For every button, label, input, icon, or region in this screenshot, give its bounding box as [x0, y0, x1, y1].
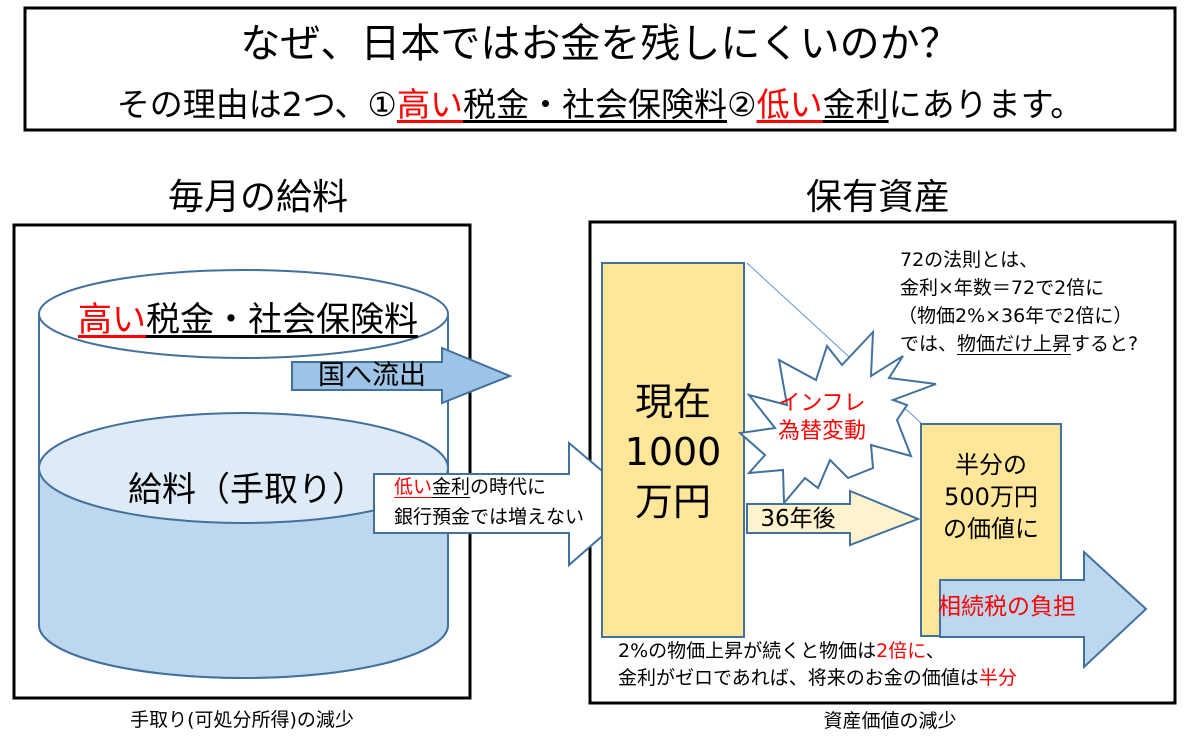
title-line1: なぜ、日本ではお金を残しにくいのか？ — [240, 21, 960, 67]
note-l1b: 2倍に — [876, 640, 926, 662]
bank-line2: 銀行預金では増えない — [394, 506, 585, 528]
title-box — [23, 6, 1177, 132]
salary-label: 給料（手取り） — [128, 470, 366, 510]
half-l3: の価値に — [943, 515, 1039, 543]
bank-rate: 金利 — [432, 476, 471, 498]
inheritance-arrow — [939, 549, 1148, 670]
t2c: ② — [726, 85, 757, 124]
note-l1c: 、 — [925, 640, 945, 662]
note-l2a: 金利がゼロであれば、将来のお金の価値は — [618, 667, 979, 689]
rule-l4: では、物価だけ上昇すると? — [900, 335, 1138, 354]
t2-low: 低い — [756, 85, 823, 124]
t2e: にあります。 — [888, 85, 1084, 124]
outflow-arrow — [291, 346, 513, 405]
half-l2: 500万円 — [944, 483, 1038, 511]
rule-l2: 金利×年数＝72で2倍に — [900, 277, 1105, 299]
note-l1: 2%の物価上昇が続くと物価は2倍に、 — [618, 642, 945, 661]
note-l2b: 半分 — [978, 667, 1017, 689]
note-l1a: 2%の物価上昇が続くと物価は — [618, 640, 877, 662]
years-arrow — [746, 489, 921, 547]
years-label: 36年後 — [760, 506, 836, 532]
outflow-label: 国へ流出 — [318, 360, 426, 391]
rule-l4c: すると? — [1071, 333, 1139, 355]
t2d: 金利 — [822, 85, 889, 124]
rule-l4b: 物価だけ上昇 — [957, 333, 1072, 355]
rule-l3: （物価2%×36年で2倍に） — [898, 305, 1133, 327]
cylinder — [38, 269, 449, 679]
now-label: 現在 — [634, 380, 712, 424]
assets-caption: 資産価値の減少 — [823, 710, 957, 732]
bank-line1: 低い金利の時代に — [394, 478, 546, 497]
tax-label: 高い税金・社会保険料 — [78, 303, 418, 337]
now-amount: 1000 — [624, 430, 722, 474]
burst-inflation: インフレ — [778, 391, 866, 416]
bank-rest: の時代に — [470, 476, 547, 498]
note-l2: 金利がゼロであれば、将来のお金の価値は半分 — [618, 669, 1017, 688]
bank-low: 低い — [394, 476, 433, 498]
rule-l1: 72の法則とは、 — [900, 249, 1039, 271]
t2-high: 高い — [396, 85, 463, 124]
t2b: 税金・社会保険料 — [462, 85, 727, 124]
t2a: その理由は2つ、① — [116, 85, 397, 124]
assets-heading: 保有資産 — [805, 177, 951, 218]
title-line2: その理由は2つ、①高い税金・社会保険料②低い金利にあります。 — [117, 88, 1084, 121]
tax-high: 高い — [78, 300, 146, 340]
salary-caption: 手取り(可処分所得)の減少 — [130, 709, 354, 731]
salary-heading: 毎月の給料 — [167, 177, 349, 218]
burst-shape — [737, 329, 937, 506]
rule-l4a: では、 — [900, 333, 958, 355]
current-asset-bar — [601, 262, 745, 638]
now-unit: 万円 — [634, 480, 712, 524]
half-l1: 半分の — [955, 451, 1027, 479]
inheritance-label: 相続税の負担 — [938, 594, 1076, 620]
burst-fx: 為替変動 — [777, 419, 867, 444]
tax-rest: 税金・社会保険料 — [146, 300, 418, 340]
